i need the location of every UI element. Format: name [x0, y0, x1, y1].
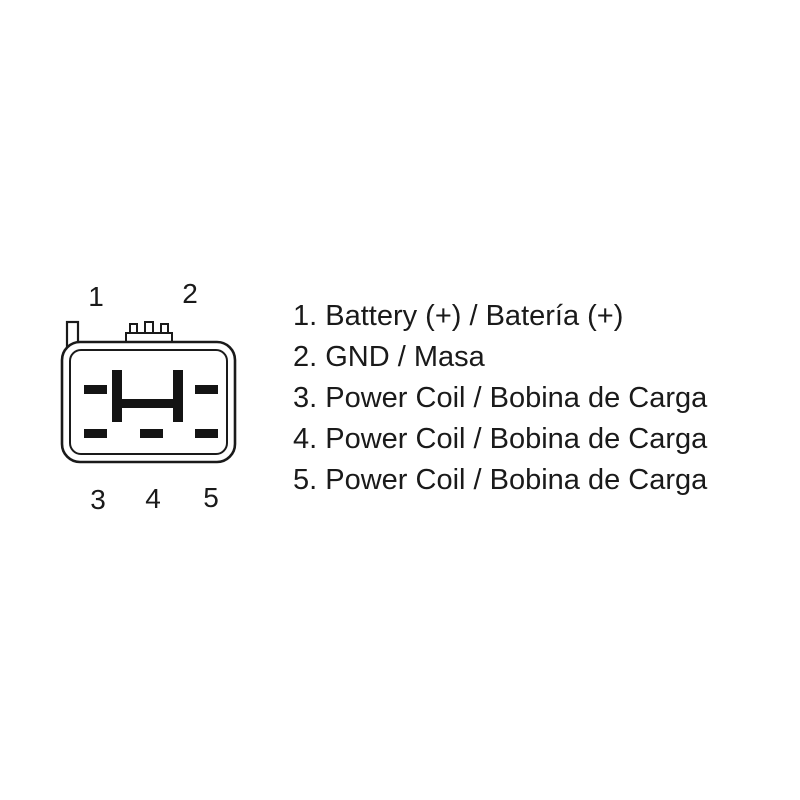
legend-item-power-coil-4: 4. Power Coil / Bobina de Carga [293, 423, 708, 455]
pin-h-bridge [122, 399, 173, 408]
pin-blade-bottom-middle [140, 429, 163, 438]
pin-blade-top-left [84, 385, 107, 394]
pin-label-3: 3 [90, 484, 106, 515]
legend-item-power-coil-5: 5. Power Coil / Bobina de Carga [293, 464, 708, 496]
pin-h-right-bar [173, 370, 183, 422]
pin-blade-top-right [195, 385, 218, 394]
pin-legend: 1. Battery (+) / Batería (+) 2. GND / Ma… [293, 296, 707, 501]
connector-body-inner [69, 349, 228, 455]
pin-h-left-bar [112, 370, 122, 422]
legend-item-gnd: 2. GND / Masa [293, 341, 485, 373]
legend-item-battery: 1. Battery (+) / Batería (+) [293, 300, 624, 332]
legend-item-power-coil-3: 3. Power Coil / Bobina de Carga [293, 382, 708, 414]
pin-label-1: 1 [88, 281, 104, 312]
pin-blade-bottom-right [195, 429, 218, 438]
pin-label-4: 4 [145, 483, 161, 514]
pin-blade-bottom-left [84, 429, 107, 438]
pin-label-5: 5 [203, 482, 219, 513]
pin-label-2: 2 [182, 278, 198, 309]
